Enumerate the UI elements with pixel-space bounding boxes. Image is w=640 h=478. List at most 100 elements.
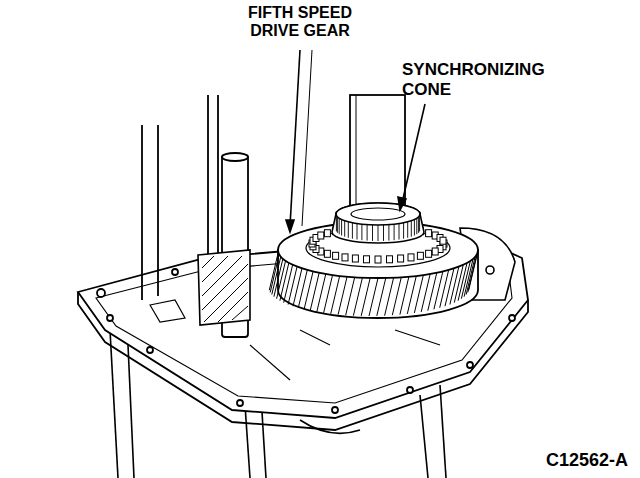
case-body	[420, 395, 428, 478]
case-body	[440, 385, 446, 478]
clutch-tooth	[342, 254, 348, 261]
case-flange	[467, 362, 473, 368]
cone-groove	[378, 225, 379, 241]
case-flange	[147, 347, 153, 353]
cone-body	[332, 203, 424, 243]
cone-groove	[411, 221, 412, 237]
clutch-tooth	[352, 255, 358, 262]
helical-tooth	[284, 265, 293, 303]
clutch-tooth	[398, 255, 404, 262]
helical-tooth	[353, 278, 362, 316]
helical-tooth	[445, 268, 454, 306]
shift-rails	[142, 125, 158, 300]
case-flange	[97, 289, 105, 297]
case-flange	[150, 300, 185, 322]
helical-tooth	[461, 261, 470, 299]
case-flange	[509, 315, 515, 321]
cone-groove	[367, 225, 368, 241]
shift-rails	[208, 95, 218, 262]
cone-groove	[336, 215, 337, 231]
cone-groove	[339, 218, 340, 234]
helical-tooth	[400, 277, 409, 315]
cone-groove	[403, 223, 404, 239]
helical-tooth	[338, 277, 347, 315]
leader-lines	[290, 50, 300, 226]
clutch-tooth	[432, 248, 438, 255]
case-flange	[107, 315, 113, 321]
clutch-tooth	[426, 230, 432, 237]
cone-groove	[419, 215, 420, 231]
part-label: FIFTH SPEED DRIVE GEAR	[236, 4, 364, 41]
clutch-tooth	[375, 256, 381, 263]
helical-tooth	[293, 268, 302, 306]
case-flange	[237, 400, 243, 406]
helical-tooth	[324, 275, 333, 313]
cone-groove	[357, 224, 358, 240]
cone-groove	[416, 218, 417, 234]
clutch-tooth	[324, 250, 330, 257]
leader-lines	[398, 197, 406, 210]
case-body	[110, 330, 118, 478]
clutch-tooth	[408, 254, 414, 261]
cone-groove	[383, 225, 384, 241]
cone-groove	[372, 225, 373, 241]
mainshaft	[350, 95, 405, 215]
shift-rails	[222, 153, 248, 161]
case-body	[300, 420, 360, 433]
clutch-tooth	[324, 230, 330, 237]
clutch-tooth	[426, 250, 432, 257]
figure-number: C12562-A	[478, 450, 628, 471]
helical-tooth	[331, 276, 340, 314]
helical-tooth	[428, 273, 437, 311]
cone-groove	[348, 222, 349, 238]
helical-tooth	[270, 254, 279, 292]
helical-tooth	[310, 273, 319, 311]
counter-gear	[198, 250, 250, 325]
helical-tooth	[361, 278, 370, 316]
clutch-tooth	[440, 237, 446, 244]
cone-top	[336, 203, 420, 225]
cone-groove	[388, 225, 389, 241]
mainshaft	[356, 95, 357, 212]
case-flange	[300, 330, 330, 345]
clutch-tooth	[417, 252, 423, 259]
cone-groove	[399, 224, 400, 240]
cone-groove	[341, 220, 342, 236]
counter-gear	[198, 250, 250, 325]
helical-tooth	[392, 277, 401, 315]
helical-tooth	[369, 278, 378, 316]
helical-tooth	[288, 267, 297, 305]
helical-tooth	[377, 278, 386, 316]
synchronizing-cone	[332, 203, 424, 243]
helical-tooth	[280, 263, 289, 301]
case-body	[245, 405, 250, 478]
helical-tooth	[434, 271, 443, 309]
counter-gear	[202, 256, 248, 322]
case-flange	[395, 330, 440, 345]
cone-groove	[407, 222, 408, 238]
clutch-tooth	[333, 252, 339, 259]
helical-tooth	[407, 276, 416, 314]
case-flange	[250, 345, 290, 380]
clutch-tooth	[364, 256, 370, 263]
helical-tooth	[277, 261, 286, 299]
case-flange	[407, 387, 413, 393]
cone-groove	[361, 224, 362, 240]
helical-tooth	[450, 267, 459, 305]
case-body	[262, 412, 266, 478]
gear-face	[278, 222, 478, 278]
clutch-tooth	[387, 256, 393, 263]
helical-tooth	[440, 270, 449, 308]
case-flange	[172, 269, 178, 275]
helical-tooth	[317, 274, 326, 312]
cone-groove	[394, 224, 395, 240]
part-label: SYNCHRONIZING CONE	[402, 60, 592, 99]
cone-groove	[414, 220, 415, 236]
leader-lines	[302, 50, 312, 226]
cone-groove	[337, 217, 338, 233]
cone-groove	[418, 217, 419, 233]
mainshaft	[350, 95, 405, 215]
leader-lines	[286, 220, 294, 232]
right-bracket	[486, 266, 494, 274]
helical-tooth	[385, 278, 394, 316]
